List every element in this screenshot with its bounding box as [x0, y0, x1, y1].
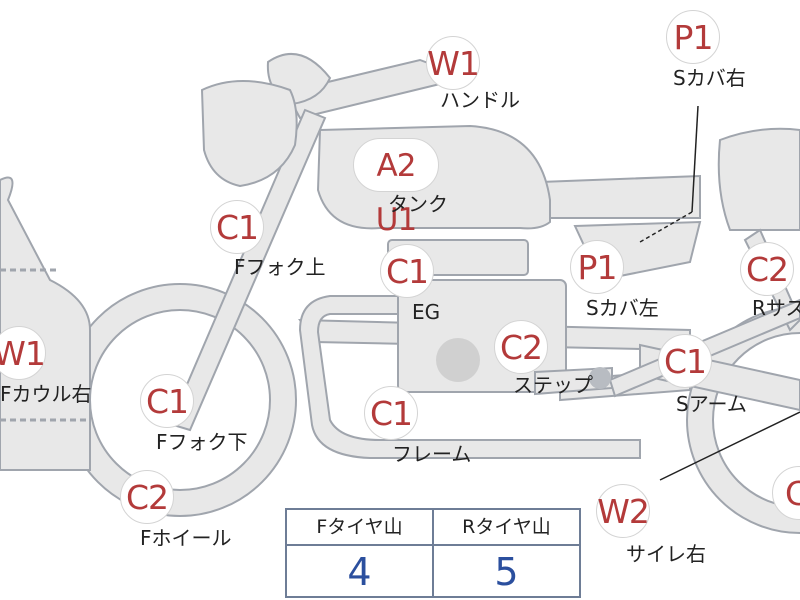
- swing-arm-label: Sアーム: [676, 392, 747, 416]
- tire-tread-table: Fタイヤ山 Rタイヤ山 4 5: [285, 508, 581, 598]
- front-tire-header: Fタイヤ山: [316, 516, 403, 538]
- tank-grade-badge: A2 U1: [353, 138, 439, 238]
- table-divider-vertical: [432, 510, 434, 596]
- frame-label: フレーム: [392, 442, 472, 466]
- front-wheel-grade-badge: C2: [120, 470, 174, 524]
- side-cover-right-label: Sカバ右: [673, 66, 746, 90]
- side-cover-left-grade-badge: P1: [570, 240, 624, 294]
- handle-label: ハンドル: [440, 88, 520, 112]
- front-fork-lower-grade-badge: C1: [140, 374, 194, 428]
- front-cowl-right-grade-badge: W1: [0, 326, 46, 380]
- step-label: ステップ: [513, 373, 593, 397]
- rear-wheel-grade-badge: C: [772, 466, 800, 520]
- rear-tire-header: Rタイヤ山: [462, 516, 551, 538]
- front-fork-upper-label: Fフォク上: [234, 255, 326, 279]
- silencer-right-grade-badge: W2: [596, 484, 650, 538]
- rear-tail-shape: [717, 127, 800, 231]
- front-fork-shape: [168, 108, 327, 432]
- silencer-right-label: サイレ右: [626, 542, 706, 566]
- rear-suspension-grade-badge: C2: [740, 242, 794, 296]
- front-wheel-label: Fホイール: [140, 526, 232, 550]
- step-grade-badge: C2: [494, 320, 548, 374]
- front-cowl-right-label: Fカウル右: [0, 382, 92, 406]
- side-cover-left-label: Sカバ左: [586, 296, 659, 320]
- frame-grade-badge: C1: [364, 386, 418, 440]
- front-fork-lower-label: Fフォク下: [156, 430, 248, 454]
- front-fork-upper-grade-badge: C1: [210, 200, 264, 254]
- swing-arm-grade-badge: C1: [658, 334, 712, 388]
- front-fender-shape: [200, 80, 298, 188]
- front-tire-value: 4: [347, 550, 372, 594]
- side-cover-right-grade-badge: P1: [666, 10, 720, 64]
- engine-label: EG: [412, 300, 441, 324]
- seat-shape: [537, 174, 701, 219]
- front-cowl-shape: [0, 176, 91, 471]
- engine-grade-badge: C1: [380, 244, 434, 298]
- tank-label: タンク: [388, 192, 448, 216]
- rear-tire-value: 5: [494, 550, 519, 594]
- handle-grade-badge: W1: [426, 36, 480, 90]
- rear-suspension-label: Rサス: [752, 296, 800, 320]
